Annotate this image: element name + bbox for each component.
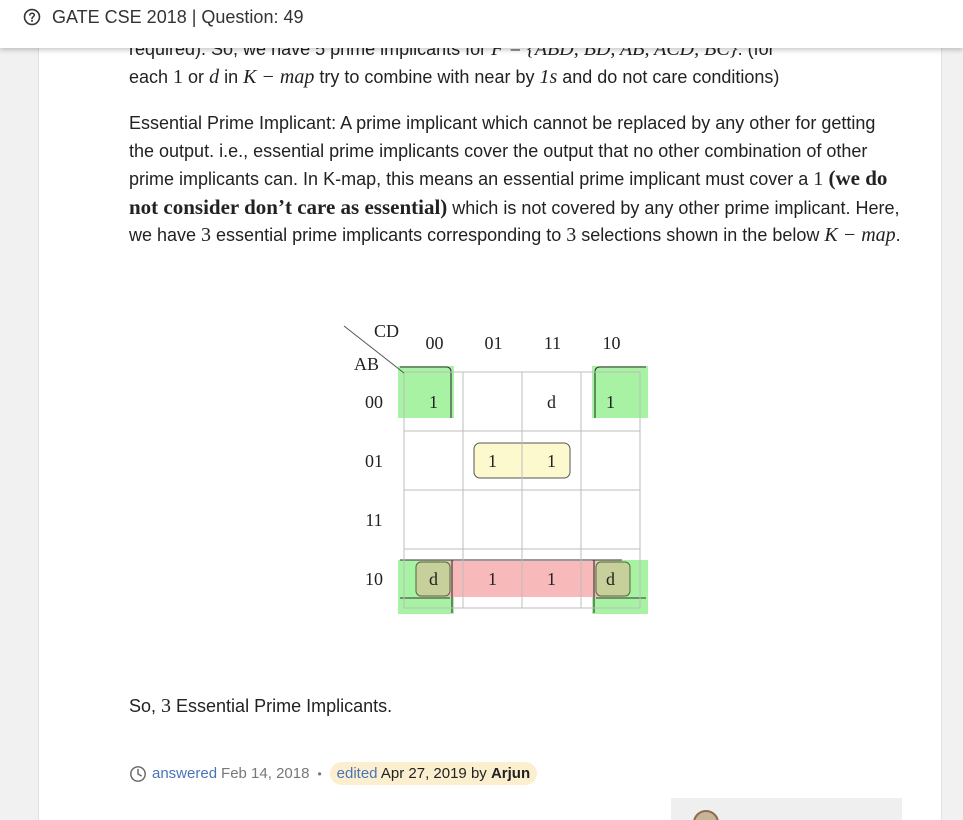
kmap-green-corner: [592, 366, 648, 418]
text: Essential Prime Implicant: A prime impli…: [129, 113, 876, 189]
kmap-cell-value: 1: [547, 569, 556, 589]
text: in: [219, 67, 244, 87]
kmap-grid: [403, 371, 641, 609]
editor-user-link[interactable]: Arjun: [490, 765, 531, 782]
kmap-dontcare-group: [415, 561, 451, 597]
text: essential prime implicants corresponding…: [211, 225, 567, 245]
edited-pill: edited Apr 27, 2019 by Arjun: [329, 762, 538, 785]
kmap-col-header: 01: [485, 333, 503, 353]
question-title[interactable]: GATE CSE 2018 | Question: 49: [52, 7, 304, 27]
kmap-cell-value: 1: [429, 392, 438, 412]
kmap-corner-diagonal: [343, 325, 405, 374]
clock-icon: [130, 765, 146, 782]
kmap-row-headers: 00 01 11 10: [365, 392, 383, 589]
kmap-cell-value: d: [547, 392, 556, 412]
kmap-cell-value: 1: [488, 451, 497, 471]
kmap-col-variable: CD: [374, 321, 399, 341]
kmap-row-header: 00: [365, 392, 383, 412]
user-card[interactable]: [671, 798, 902, 820]
text: which is not covered by any other prime …: [129, 197, 900, 246]
text: selections shown in the below: [576, 225, 825, 245]
kmap-col-header: 00: [426, 333, 444, 353]
math-number: 3: [201, 224, 212, 246]
math-variable: d: [209, 66, 220, 88]
kmap-green-corner: [398, 366, 454, 418]
kmap-row-variable: AB: [354, 354, 379, 374]
kmap-cell-value: 1: [488, 569, 497, 589]
summary-line: So, 3 Essential Prime Implicants.: [129, 695, 392, 718]
kmap-row-header: 11: [365, 510, 382, 530]
text: .: [895, 225, 901, 245]
question-circle-icon: [23, 8, 41, 26]
kmap-group-outline: [400, 559, 646, 613]
kmap-col-header: 11: [544, 333, 561, 353]
math-number: 3: [161, 695, 172, 717]
math-number: 3: [566, 224, 577, 246]
edited-link[interactable]: edited: [336, 765, 378, 782]
math-number: 1: [813, 168, 824, 190]
text: and do not care conditions): [557, 67, 780, 87]
math-ones: 1s: [539, 66, 558, 88]
kmap-dontcare-group: [595, 561, 631, 597]
kmap-col-headers: 00 01 11 10: [426, 333, 621, 353]
math-number: 1: [173, 66, 184, 88]
edited-date: Apr 27, 2019: [380, 765, 467, 782]
answer-card: [38, 0, 942, 820]
kmap-cell-value: d: [606, 569, 615, 589]
answered-link[interactable]: answered: [152, 765, 218, 782]
text: or: [183, 67, 210, 87]
text: each: [129, 67, 174, 87]
math-kmap: K − map: [243, 66, 315, 88]
question-header-bar: GATE CSE 2018 | Question: 49: [0, 0, 963, 48]
kmap-cell-value: 1: [606, 392, 615, 412]
by-label: by: [470, 765, 487, 782]
separator-dot: •: [317, 766, 322, 781]
answered-date: Feb 14, 2018: [221, 765, 310, 782]
kmap-cells: 1 d 1 1 1 d 1 1 d: [429, 392, 615, 589]
text: try to combine with near by: [314, 67, 540, 87]
paragraph-combine: each 1 or d in K − map try to combine wi…: [129, 64, 904, 92]
paragraph-essential-prime-implicant: Essential Prime Implicant: A prime impli…: [129, 110, 904, 250]
text: So,: [129, 696, 162, 716]
kmap-row-header: 10: [365, 569, 383, 589]
kmap-cell-value: 1: [547, 451, 556, 471]
kmap-cell-value: d: [429, 569, 438, 589]
math-kmap: K − map: [824, 224, 896, 246]
answer-meta: answered Feb 14, 2018 • edited Apr 27, 2…: [129, 762, 538, 785]
avatar[interactable]: [693, 810, 719, 820]
kmap-row-header: 01: [365, 451, 383, 471]
text: Essential Prime Implicants.: [171, 696, 393, 716]
math-bold-note: (we do not consider don’t care as essent…: [129, 166, 888, 219]
kmap-col-header: 10: [603, 333, 621, 353]
